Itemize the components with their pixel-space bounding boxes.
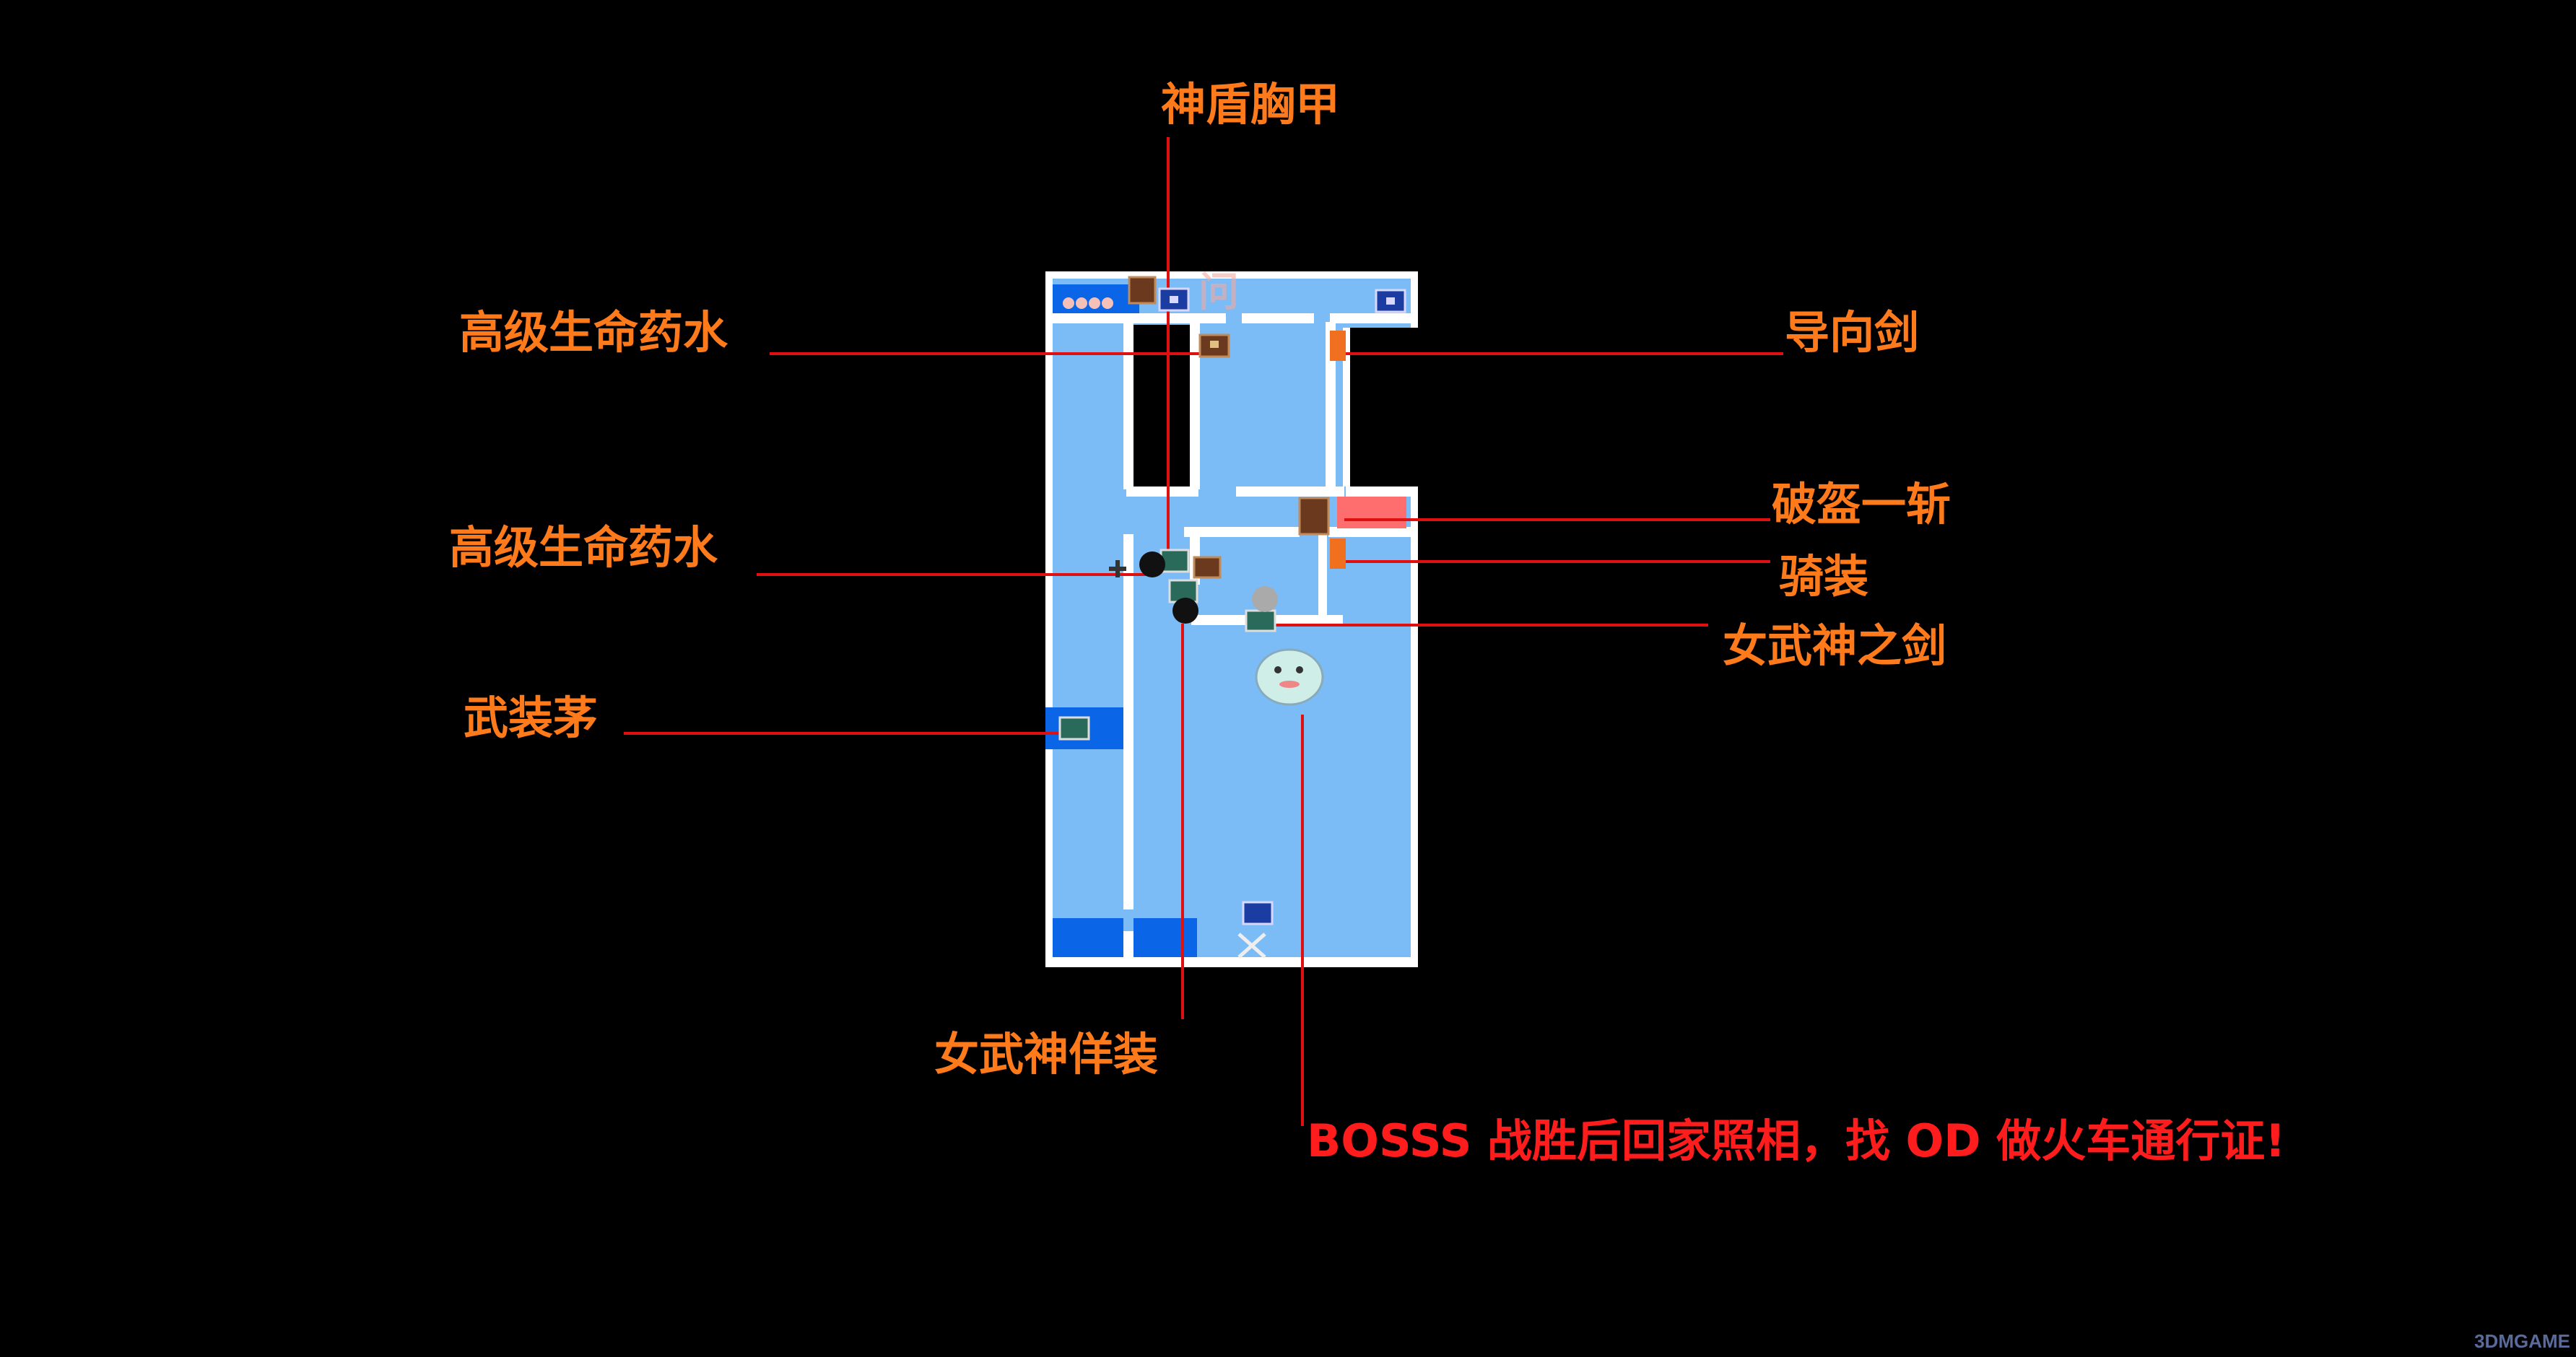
chest-icon — [1158, 287, 1190, 312]
map-wall-v1b — [1123, 534, 1133, 909]
map-wall-v5 — [1318, 534, 1327, 621]
map-wall-h3 — [1184, 527, 1300, 537]
door-icon — [1330, 331, 1346, 361]
map-void-right — [1346, 328, 1421, 486]
bomb-icon — [1172, 598, 1198, 624]
map-wall-h3b — [1328, 527, 1411, 537]
bomb-icon — [1139, 551, 1165, 577]
map-water-bottom — [1053, 918, 1123, 957]
chest-icon — [1128, 276, 1157, 305]
chest-icon — [1058, 716, 1090, 741]
label-valkyrie-outfit: 女武神佯装 — [934, 1028, 1159, 1081]
npc-icon — [1252, 586, 1278, 612]
chest-icon — [1375, 289, 1406, 313]
chest-icon — [1193, 556, 1222, 579]
door-icon — [1330, 538, 1346, 569]
chest-icon — [1159, 549, 1190, 573]
crossed-swords-icon — [1237, 933, 1266, 959]
map-wall-h1 — [1053, 313, 1226, 323]
label-homing-sword: 导向剑 — [1785, 306, 1920, 359]
map-wall-v1c — [1123, 931, 1133, 967]
map-water-bottom-b — [1133, 918, 1197, 957]
label-helm-splitter: 破盔一斩 — [1772, 478, 1951, 531]
map-wall-v1 — [1123, 322, 1133, 489]
map-wall-h2b — [1236, 486, 1344, 497]
label-knight-armor: 骑装 — [1779, 550, 1869, 603]
map-wall-h2 — [1126, 486, 1198, 497]
danger-zone — [1337, 497, 1406, 528]
map-wall-v4 — [1343, 328, 1350, 486]
label-hi-potion-1: 高级生命药水 — [459, 306, 728, 359]
watermark: 3DMGAME — [2474, 1330, 2570, 1352]
map-wall-v3 — [1326, 322, 1336, 489]
chest-icon — [1198, 333, 1230, 358]
orb-icon — [1063, 297, 1113, 309]
label-boss-note: BOSSS 战胜后回家照相，找 OD 做火车通行证! — [1307, 1114, 2286, 1167]
map-dark-room — [1131, 325, 1191, 486]
map-wall-h1b — [1242, 313, 1314, 323]
map-wall-h2c — [1346, 486, 1418, 497]
chest-icon — [1245, 609, 1276, 632]
boss-icon — [1255, 648, 1324, 706]
plus-icon — [1109, 560, 1126, 577]
chest-icon — [1242, 901, 1274, 925]
map-overlay-text: 问 — [1198, 269, 1239, 316]
label-shield-armor: 神盾胸甲 — [1161, 78, 1341, 131]
label-armed-spear: 武装茅 — [464, 691, 599, 744]
map-wall-v2 — [1190, 322, 1200, 489]
label-valkyrie-sword: 女武神之剑 — [1723, 619, 1947, 672]
label-hi-potion-2: 高级生命药水 — [449, 521, 718, 574]
map-wall-h1c — [1330, 313, 1411, 323]
chest-icon — [1298, 497, 1330, 536]
